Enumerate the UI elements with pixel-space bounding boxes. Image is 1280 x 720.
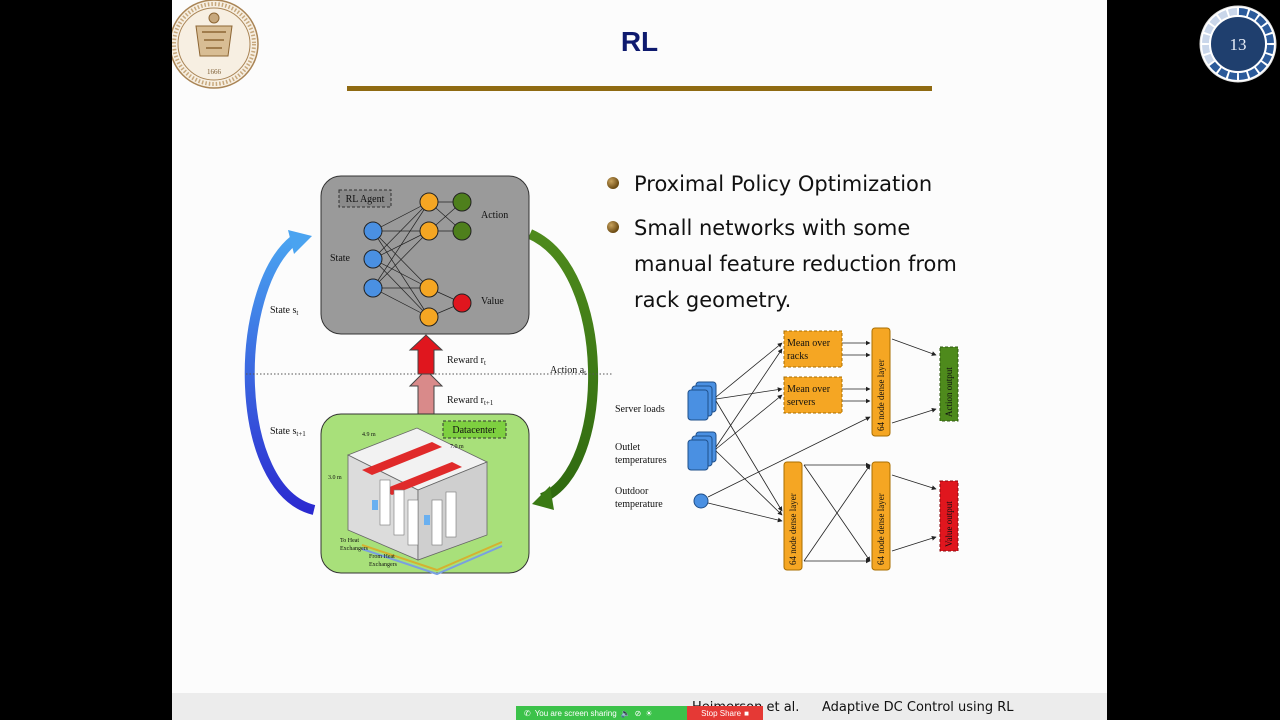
bullet-text: Proximal Policy Optimization (634, 172, 933, 196)
dense-layer-box (871, 461, 891, 571)
progress-segment (1247, 10, 1259, 21)
hidden-node (419, 192, 439, 212)
state-node (363, 278, 383, 298)
seal-year: 1666 (207, 68, 222, 76)
university-seal-icon: 1666 (172, 0, 259, 89)
outlet-temperatures-stack-icon (687, 431, 717, 471)
action-node (452, 221, 472, 241)
action-arrow (527, 229, 598, 503)
stop-share-label: Stop Share (701, 708, 742, 718)
progress-segment (1202, 44, 1211, 55)
action-label: Action (481, 210, 508, 221)
datacenter-illustration (347, 427, 503, 576)
rl-agent-label: RL Agent (346, 194, 385, 205)
bullet-dot-icon (607, 221, 619, 233)
state-node (363, 221, 383, 241)
progress-segment (1238, 8, 1249, 17)
progress-segment (1265, 33, 1274, 44)
footer-title: Adaptive DC Control using RL (822, 700, 1014, 715)
action-at-label: Action at (550, 365, 586, 377)
progress-segment (1217, 67, 1229, 78)
progress-segment (1261, 23, 1272, 35)
hidden-node (419, 221, 439, 241)
state-label: State (330, 253, 351, 264)
mean-over-servers-box (783, 376, 843, 414)
screen-sharing-bar: ✆ You are screen sharing 🔈 ⊘ ☀ (516, 706, 687, 720)
rl-loop-diagram: RL Agent State Action Value Reward rt Re… (244, 175, 612, 576)
reward-next-arrow (408, 369, 444, 415)
progress-segment (1247, 67, 1259, 78)
hidden-node (419, 278, 439, 298)
action-node (452, 192, 472, 212)
state-st1-label: State st+1 (270, 426, 306, 438)
progress-segment (1202, 33, 1211, 44)
reward-rt1-label: Reward rt+1 (447, 395, 494, 407)
dense-layer-label: 64 node dense layer (876, 493, 886, 565)
progress-segment (1209, 15, 1221, 27)
value-output-box (939, 480, 959, 552)
state-node (363, 249, 383, 269)
action-output-label: Action output (944, 367, 954, 417)
slide-title: RL (620, 26, 659, 57)
bullet-dot-icon (607, 177, 619, 189)
progress-segment (1238, 71, 1249, 80)
action-output-box (939, 346, 959, 422)
progress-segment (1265, 44, 1274, 55)
datacenter-tag (442, 420, 507, 439)
stop-share-button[interactable]: Stop Share ■ (687, 706, 763, 720)
dense-layer-box (783, 461, 803, 571)
hidden-node (419, 307, 439, 327)
bullet-item: Small networks with some manual feature … (607, 210, 974, 318)
dimension-label: 7.0 m (450, 444, 464, 450)
progress-segment (1227, 8, 1238, 17)
reward-arrow (408, 334, 444, 375)
progress-segment (1227, 71, 1238, 80)
value-node (452, 293, 472, 313)
action-arrowhead-icon (532, 486, 554, 510)
page-number: 13 (1230, 35, 1247, 54)
phone-icon: ✆ (524, 708, 531, 718)
progress-segment (1217, 10, 1229, 21)
dense-layer-box (871, 327, 891, 437)
mean-over-racks-box (783, 330, 843, 368)
bullet-item: Proximal Policy Optimization (607, 166, 974, 202)
progress-segment (1204, 23, 1215, 35)
dimension-label: 4.9 m (362, 432, 376, 438)
stop-icon[interactable]: ⊘ (634, 708, 642, 718)
screen-sharing-status: You are screen sharing (534, 708, 617, 718)
dimension-label: 3.0 m (328, 475, 342, 481)
sun-icon[interactable]: ☀ (645, 708, 653, 718)
slide: 1666 RL Proximal Policy Optimization Sma… (172, 0, 1107, 720)
value-label: Value (481, 296, 504, 307)
page-progress-badge: 13 (1199, 5, 1277, 83)
rl-agent-tag (338, 189, 392, 208)
progress-segment (1255, 61, 1267, 73)
server-loads-label: Server loads (615, 404, 665, 415)
progress-segment (1261, 53, 1272, 65)
progress-segment (1255, 15, 1267, 27)
dense-layer-label: 64 node dense layer (876, 359, 886, 431)
value-output-label: Value output (944, 501, 954, 547)
bullet-text: Small networks with some manual feature … (634, 216, 957, 312)
reward-rt-label: Reward rt (447, 355, 486, 367)
stop-square-icon: ■ (744, 708, 749, 718)
state-st-label: State st (270, 305, 298, 317)
speaker-icon[interactable]: 🔈 (620, 708, 631, 718)
state-arrowhead-icon (288, 230, 312, 254)
dense-layer-label: 64 node dense layer (788, 493, 798, 565)
outdoor-temperature-node (693, 493, 709, 509)
datacenter-label: Datacenter (452, 425, 496, 436)
server-loads-stack-icon (687, 381, 717, 421)
progress-segment (1204, 53, 1215, 65)
state-arrow (244, 236, 316, 515)
progress-segment (1209, 61, 1221, 73)
title-divider (347, 86, 932, 91)
